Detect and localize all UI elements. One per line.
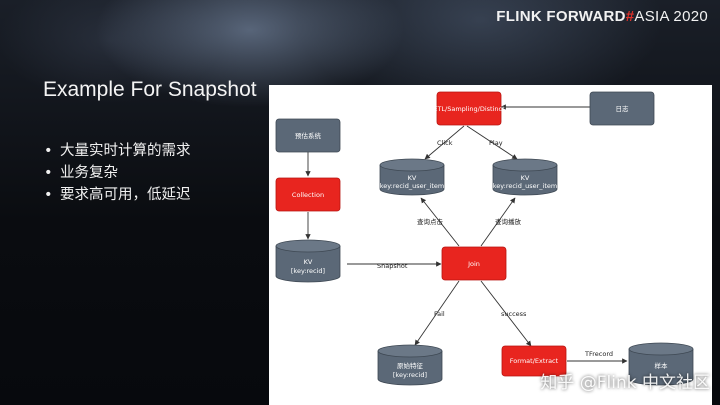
svg-text:预估系统: 预估系统 bbox=[295, 131, 322, 140]
conference-logo: FLINK FORWARD#ASIA 2020 bbox=[496, 8, 708, 25]
watermark: 知乎 @Flink 中文社区 bbox=[540, 373, 710, 393]
svg-text:[key:recid_user_item]: [key:recid_user_item] bbox=[377, 182, 447, 190]
svg-text:KV: KV bbox=[304, 258, 313, 266]
node-kv-recid: KV [key:recid] bbox=[275, 239, 341, 283]
svg-text:ETL/Sampling/Distinct: ETL/Sampling/Distinct bbox=[433, 105, 505, 113]
svg-text:日志: 日志 bbox=[616, 104, 630, 113]
brand-name: FLINK FORWARD bbox=[496, 8, 626, 25]
edge-label-query-play: 查询播放 bbox=[495, 217, 522, 226]
edge-join-kvclick bbox=[420, 197, 460, 247]
svg-text:样本: 样本 bbox=[655, 361, 669, 370]
svg-text:[key:recid]: [key:recid] bbox=[291, 267, 325, 275]
svg-text:原始特征: 原始特征 bbox=[397, 361, 424, 370]
svg-text:Join: Join bbox=[467, 260, 480, 268]
edge-etl-kvplay bbox=[466, 125, 518, 160]
node-kv-click: KV [key:recid_user_item] bbox=[377, 158, 447, 196]
edge-join-raw bbox=[414, 280, 460, 346]
node-yugu: 预估系统 bbox=[275, 118, 341, 153]
edge-join-format bbox=[480, 280, 532, 347]
slide-title: Example For Snapshot bbox=[43, 78, 257, 101]
edge-label-click: Click bbox=[437, 139, 453, 147]
svg-text:Format/Extract: Format/Extract bbox=[510, 357, 559, 365]
bullet-item: 大量实时计算的需求 bbox=[44, 140, 191, 162]
architecture-diagram: Click Play 查询点击 查询播放 Snapshot Fail succe… bbox=[269, 85, 712, 405]
svg-text:KV: KV bbox=[408, 174, 417, 182]
node-raw-feature: 原始特征 [key:recid] bbox=[377, 344, 443, 386]
node-rizhi: 日志 bbox=[589, 91, 655, 126]
svg-text:[key:recid_user_item]: [key:recid_user_item] bbox=[490, 182, 560, 190]
edge-label-query-click: 查询点击 bbox=[417, 217, 444, 226]
brand-hash: # bbox=[625, 8, 635, 25]
node-format: Format/Extract bbox=[501, 345, 567, 377]
node-collection: Collection bbox=[275, 177, 341, 212]
edge-etl-kvclick bbox=[424, 125, 465, 160]
edge-join-kvplay bbox=[480, 197, 516, 247]
edge-label-fail: Fail bbox=[434, 310, 445, 318]
bullet-item: 业务复杂 bbox=[44, 162, 191, 184]
edge-label-snapshot: Snapshot bbox=[377, 262, 408, 270]
svg-text:[key:recid]: [key:recid] bbox=[393, 371, 427, 379]
brand-edition: ASIA 2020 bbox=[634, 8, 708, 25]
edge-label-tfrecord: TFrecord bbox=[584, 350, 613, 358]
node-kv-play: KV [key:recid_user_item] bbox=[490, 158, 560, 196]
node-sample: 样本 bbox=[628, 342, 694, 386]
edge-label-play: Play bbox=[489, 139, 503, 147]
node-etl: ETL/Sampling/Distinct bbox=[433, 91, 505, 126]
bullet-item: 要求高可用，低延迟 bbox=[44, 184, 191, 206]
bullet-list: 大量实时计算的需求 业务复杂 要求高可用，低延迟 bbox=[44, 140, 191, 206]
edge-label-success: success bbox=[501, 310, 527, 318]
svg-text:Collection: Collection bbox=[292, 191, 324, 199]
node-join: Join bbox=[441, 246, 507, 281]
svg-text:KV: KV bbox=[521, 174, 530, 182]
